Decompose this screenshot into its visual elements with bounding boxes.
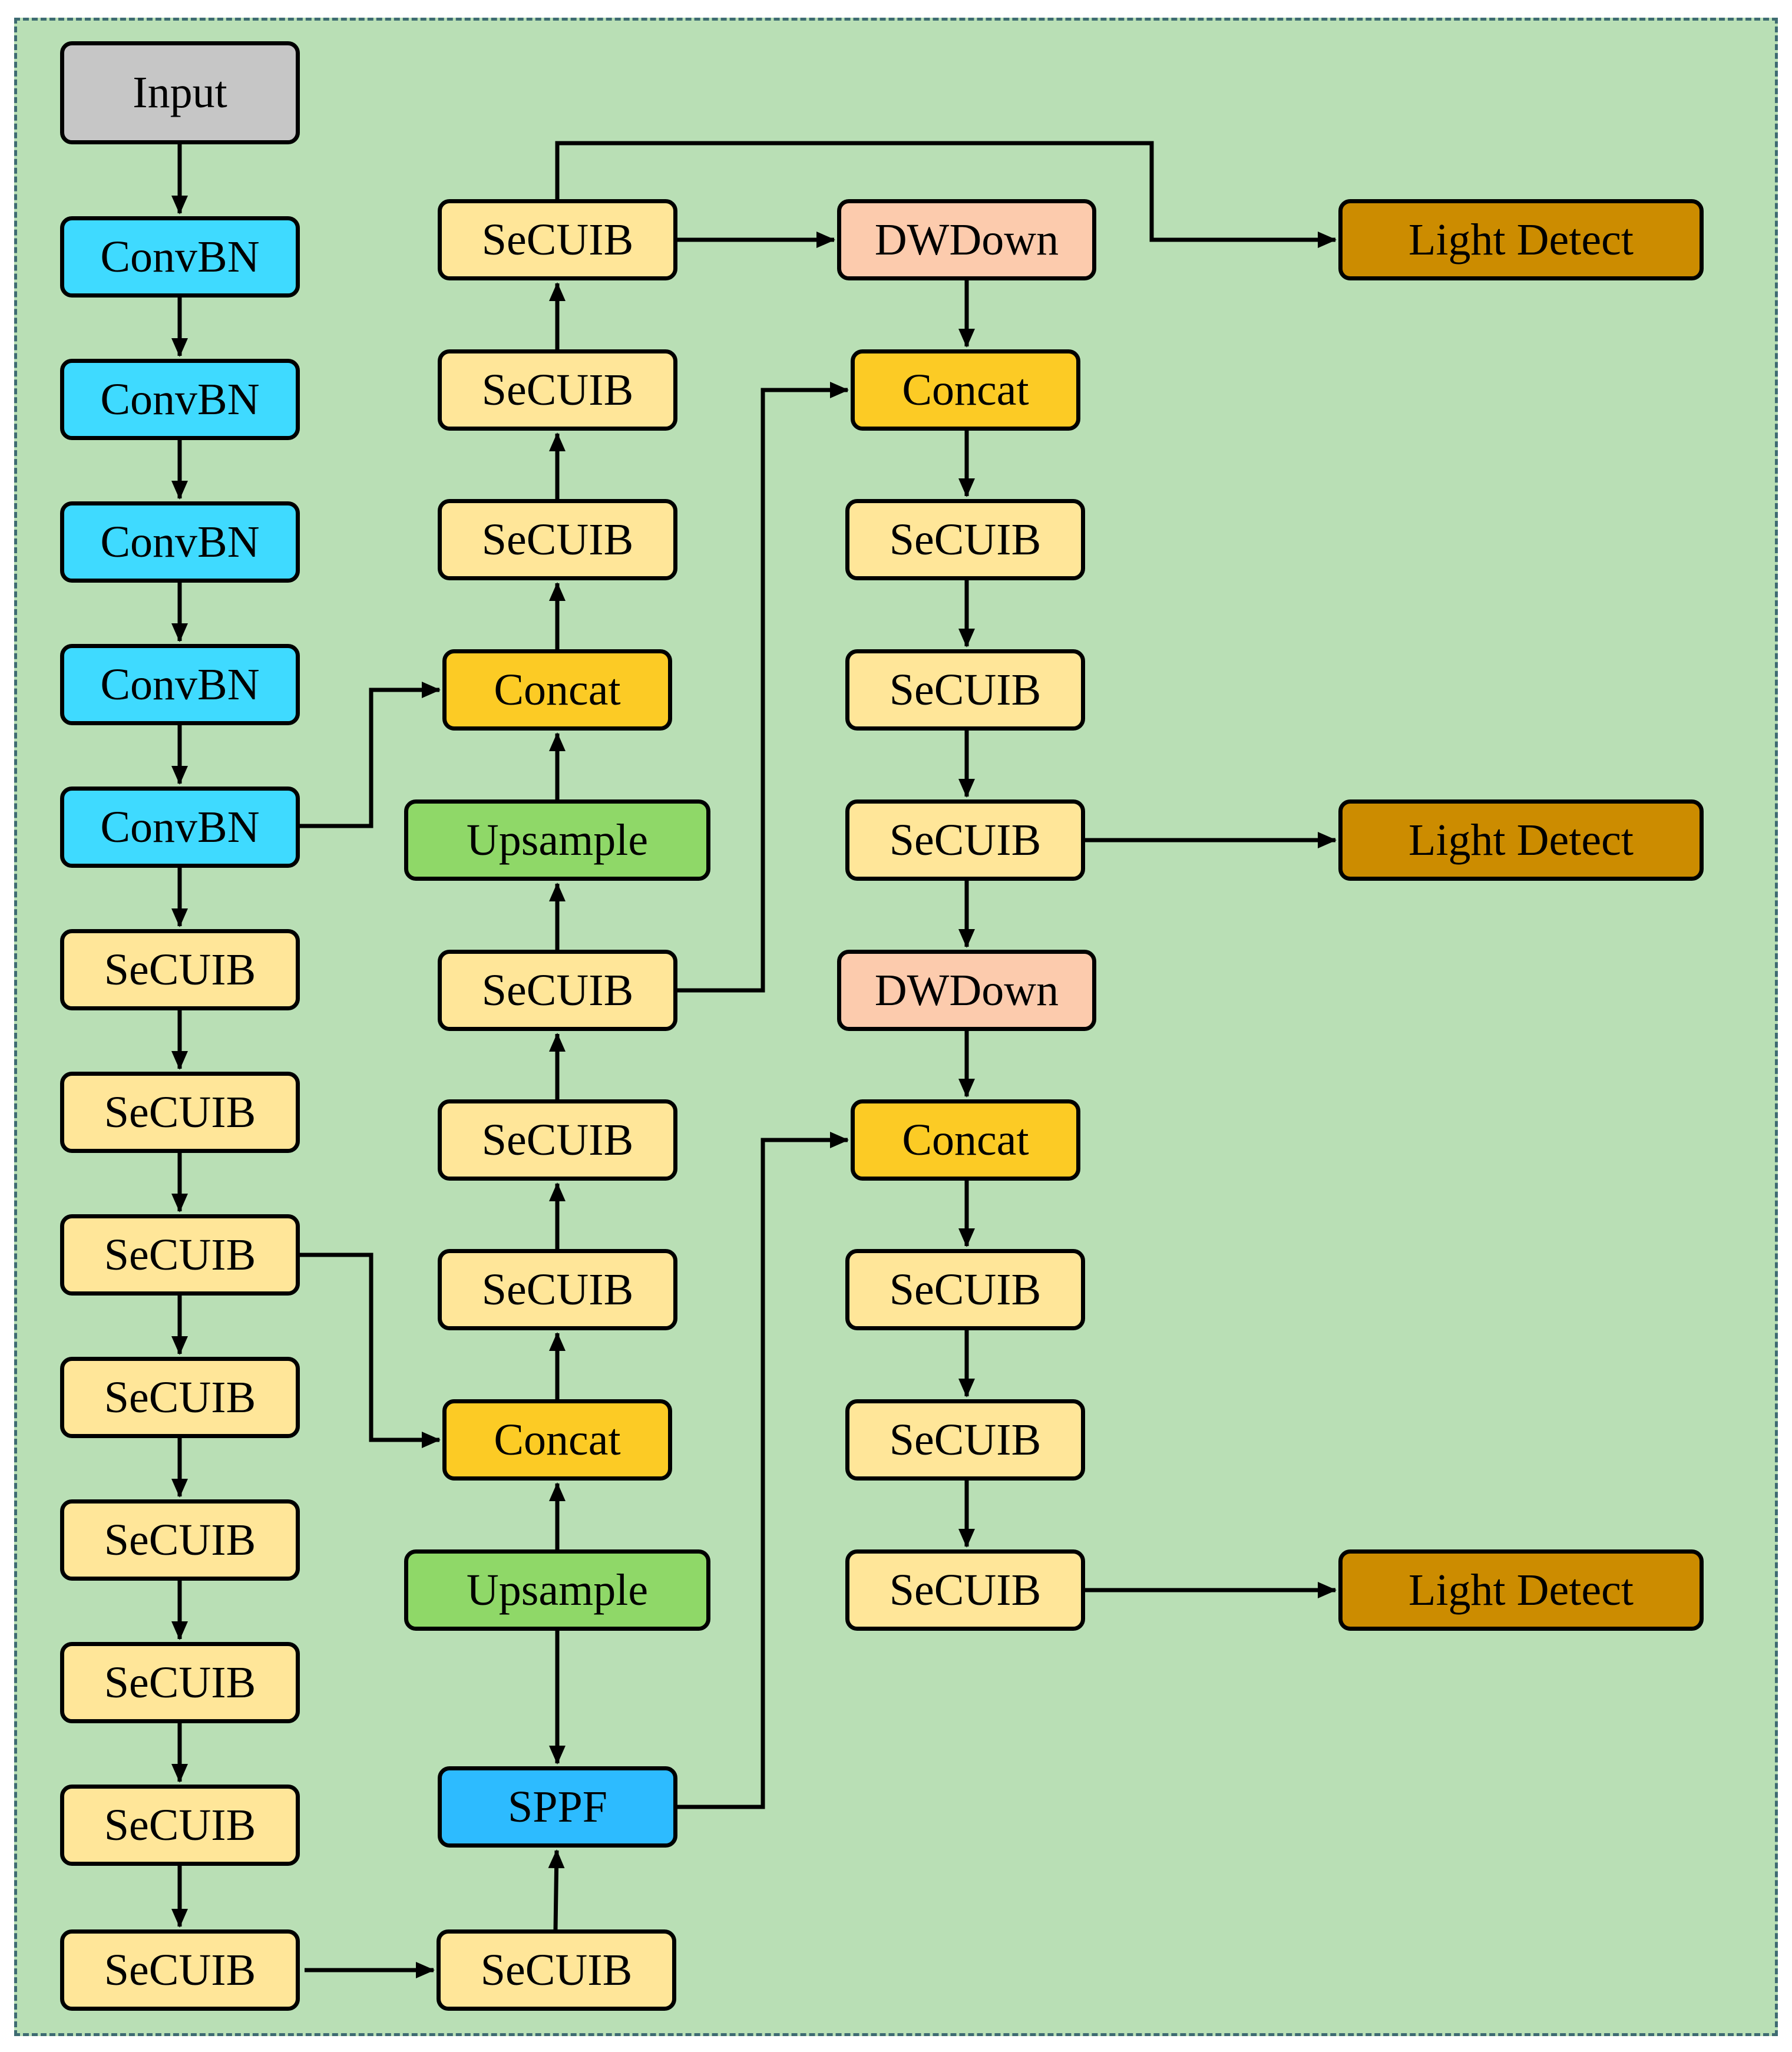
input-node: Input	[60, 41, 300, 144]
light-detect-1-node: Light Detect	[1338, 199, 1704, 280]
edge-sppf-to-concat-head-2	[677, 1132, 849, 1809]
backbone-secuib-8-node: SeCUIB	[60, 1929, 300, 2011]
head-secuib-2-node: SeCUIB	[845, 649, 1085, 731]
backbone-secuib-5-node: SeCUIB	[60, 1499, 300, 1581]
head-secuib-6-node: SeCUIB	[845, 1549, 1085, 1631]
head-secuib-1-node: SeCUIB	[845, 499, 1085, 580]
backbone-secuib-6-node: SeCUIB	[60, 1642, 300, 1723]
convbn-5-node: ConvBN	[60, 787, 300, 868]
upsample-upper-node: Upsample	[404, 799, 710, 881]
convbn-1-node: ConvBN	[60, 216, 300, 298]
light-detect-2-node: Light Detect	[1338, 799, 1704, 881]
neck-secuib-l1-node: SeCUIB	[438, 1249, 677, 1330]
concat-head-1-node: Concat	[851, 349, 1080, 431]
convbn-2-node: ConvBN	[60, 359, 300, 440]
edge-neck-secuib-bottom-to-sppf	[548, 1849, 565, 1930]
neck-secuib-l3-node: SeCUIB	[438, 950, 677, 1031]
backbone-secuib-4-node: SeCUIB	[60, 1357, 300, 1438]
convbn-4-node: ConvBN	[60, 644, 300, 725]
edge-neck-secuib-u3-to-light-detect-1	[555, 141, 1337, 248]
head-secuib-5-node: SeCUIB	[845, 1399, 1085, 1481]
upsample-lower-node: Upsample	[404, 1549, 710, 1631]
head-secuib-4-node: SeCUIB	[845, 1249, 1085, 1330]
neck-secuib-bottom-node: SeCUIB	[437, 1929, 676, 2011]
backbone-secuib-7-node: SeCUIB	[60, 1785, 300, 1866]
edge-convbn-5-to-concat-upper	[300, 682, 441, 828]
light-detect-3-node: Light Detect	[1338, 1549, 1704, 1631]
edge-neck-secuib-l3-to-concat-head-1	[677, 382, 849, 993]
sppf-node: SPPF	[438, 1766, 677, 1848]
head-secuib-3-node: SeCUIB	[845, 799, 1085, 881]
backbone-secuib-2-node: SeCUIB	[60, 1072, 300, 1153]
neck-secuib-u2-node: SeCUIB	[438, 349, 677, 431]
dwdown-2-node: DWDown	[837, 950, 1096, 1031]
backbone-secuib-1-node: SeCUIB	[60, 929, 300, 1010]
backbone-secuib-3-node: SeCUIB	[60, 1214, 300, 1296]
convbn-3-node: ConvBN	[60, 501, 300, 583]
concat-upper-node: Concat	[442, 649, 672, 731]
concat-head-2-node: Concat	[851, 1099, 1080, 1181]
edge-backbone-secuib-3-to-concat-lower	[300, 1253, 441, 1448]
neck-secuib-u3-node: SeCUIB	[438, 199, 677, 280]
concat-lower-node: Concat	[442, 1399, 672, 1481]
dwdown-1-node: DWDown	[837, 199, 1096, 280]
neck-secuib-l2-node: SeCUIB	[438, 1099, 677, 1181]
neck-secuib-u1-node: SeCUIB	[438, 499, 677, 580]
